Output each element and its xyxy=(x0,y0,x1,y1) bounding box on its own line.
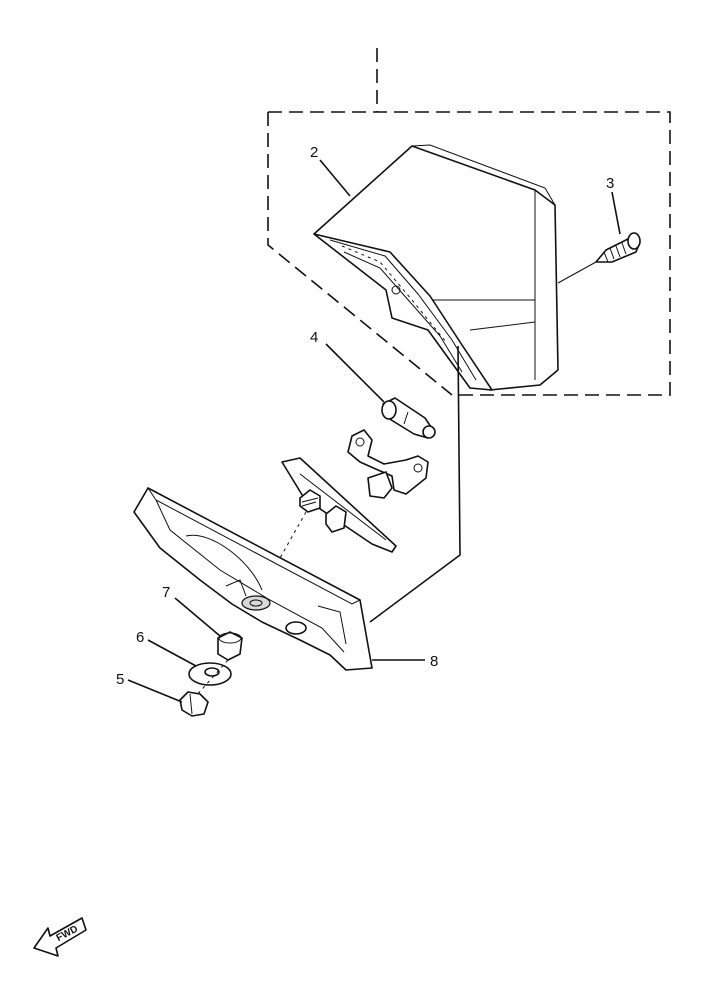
screw-part xyxy=(557,232,641,284)
callout-7: 7 xyxy=(162,584,170,601)
callout-4: 4 xyxy=(310,329,318,346)
base-plate-part xyxy=(281,457,397,553)
fwd-arrow-icon: FWD xyxy=(33,917,87,957)
assembly-axis-line xyxy=(261,511,307,591)
callout-8: 8 xyxy=(430,653,438,670)
leader-line-8-upper xyxy=(369,345,461,623)
callout-5: 5 xyxy=(116,671,124,688)
bulb-part xyxy=(381,397,436,439)
fastener-axis-line xyxy=(195,659,229,697)
taillight-lens-part xyxy=(313,144,559,391)
socket-bracket-part xyxy=(347,429,429,499)
washer-part xyxy=(188,662,232,686)
grommet-part xyxy=(217,631,243,661)
callout-3: 3 xyxy=(606,175,614,192)
callout-6: 6 xyxy=(136,629,144,646)
bracket-housing-part xyxy=(133,487,373,671)
nut-part xyxy=(179,691,209,717)
leader-lines xyxy=(127,159,621,703)
assembly-boundary xyxy=(267,48,671,396)
callout-2: 2 xyxy=(310,144,318,161)
